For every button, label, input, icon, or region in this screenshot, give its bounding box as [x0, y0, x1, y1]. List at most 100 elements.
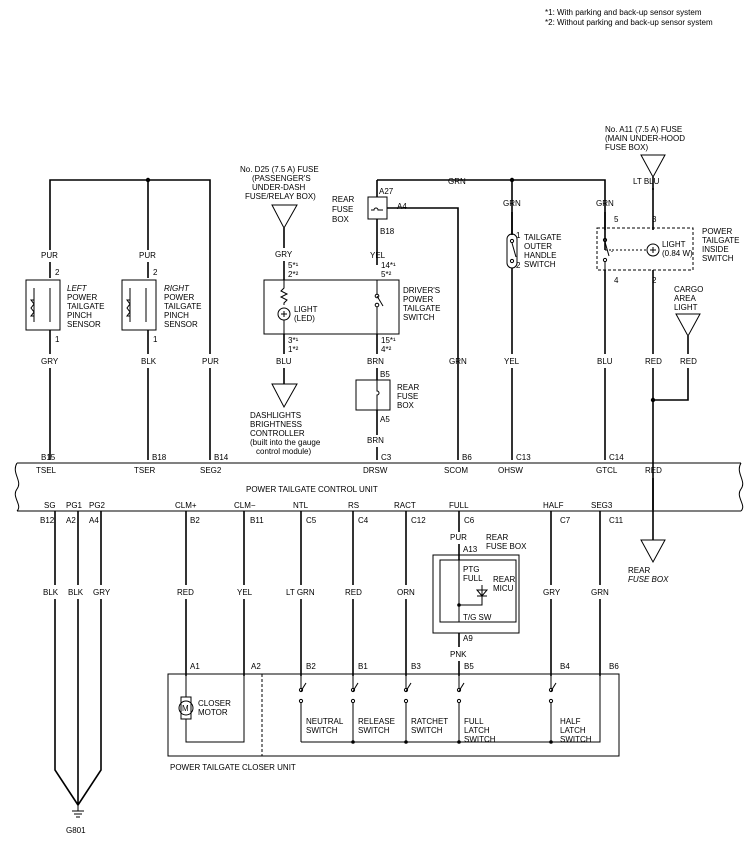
pin-b12: B12: [40, 516, 55, 525]
svg-text:TAILGATE: TAILGATE: [403, 304, 441, 313]
rear-fuse-box-right-label: REAR FUSE BOX: [628, 566, 669, 584]
pin-1-right: 1: [153, 335, 158, 344]
svg-text:FULL: FULL: [464, 717, 484, 726]
wire-label-pur-seg2: PUR: [202, 357, 219, 366]
svg-text:FUSE BOX): FUSE BOX): [605, 143, 648, 152]
neutral-switch: [298, 676, 307, 742]
svg-text:REAR: REAR: [397, 383, 419, 392]
ratchet-switch: [403, 676, 412, 742]
svg-text:LEFT: LEFT: [67, 284, 88, 293]
pin-1-handle: 1: [516, 231, 521, 240]
svg-text:PTG: PTG: [463, 565, 479, 574]
pin-l-bot2: 1*²: [288, 345, 299, 354]
svg-text:POWER: POWER: [702, 227, 732, 236]
wire-label-gry-pg2: GRY: [93, 588, 111, 597]
pin-b18-cu: B18: [152, 453, 167, 462]
wire-label-yel-clm: YEL: [237, 588, 253, 597]
pin-d-top1: 14*¹: [381, 261, 396, 270]
term-pg1: PG1: [66, 501, 83, 510]
svg-text:TAILGATE: TAILGATE: [524, 233, 562, 242]
wire-label-grn-top: GRN: [448, 177, 466, 186]
wire-label-lt-grn: LT GRN: [286, 588, 315, 597]
control-unit-box: [17, 462, 741, 512]
closer-unit-box: [167, 673, 620, 757]
svg-text:FUSE/RELAY BOX): FUSE/RELAY BOX): [245, 192, 316, 201]
svg-text:HANDLE: HANDLE: [524, 251, 556, 260]
wire-label-pur-right: PUR: [139, 251, 156, 260]
svg-text:REAR: REAR: [332, 195, 354, 204]
driver-switch-housing: [263, 279, 400, 335]
dashlights-triangle: [271, 383, 298, 409]
inside-switch-housing: [596, 227, 694, 271]
svg-text:INSIDE: INSIDE: [702, 245, 729, 254]
a11-fuse-label: No. A11 (7.5 A) FUSE (MAIN UNDER-HOOD FU…: [605, 125, 685, 152]
half-latch-switch: [548, 676, 557, 742]
ptg-full-label: PTG FULL: [463, 565, 483, 583]
term-ntl: NTL: [293, 501, 309, 510]
svg-text:CONTROLLER: CONTROLLER: [250, 429, 305, 438]
pin-c3: C3: [381, 453, 392, 462]
term-drsw: DRSW: [363, 466, 388, 475]
pin-5-inside: 5: [614, 215, 619, 224]
term-tsel: TSEL: [36, 466, 57, 475]
rear-micu-label: REAR MICU: [493, 575, 515, 593]
wire-label-pnk: PNK: [450, 650, 467, 659]
pin-a27: A27: [379, 187, 394, 196]
term-sg: SG: [44, 501, 56, 510]
wire-label-blu-inside: BLU: [597, 357, 613, 366]
svg-text:FUSE: FUSE: [332, 205, 353, 214]
svg-text:SWITCH: SWITCH: [702, 254, 734, 263]
svg-text:(built into the gauge: (built into the gauge: [250, 438, 321, 447]
pin-b6-closer: B6: [609, 662, 619, 671]
wire-label-red-clm: RED: [177, 588, 194, 597]
term-pg2: PG2: [89, 501, 106, 510]
svg-text:RATCHET: RATCHET: [411, 717, 448, 726]
svg-text:CLOSER: CLOSER: [198, 699, 231, 708]
rear-micu-inner: [439, 559, 517, 623]
pin-a5: A5: [380, 415, 390, 424]
wire-label-red-cargo: RED: [680, 357, 697, 366]
wire-label-red-mid: RED: [645, 466, 662, 475]
svg-text:SWITCH: SWITCH: [306, 726, 338, 735]
svg-text:LIGHT: LIGHT: [662, 240, 686, 249]
wire-label-grn-seg3: GRN: [591, 588, 609, 597]
svg-text:BOX: BOX: [332, 215, 350, 224]
closer-motor-icon: [180, 696, 192, 720]
svg-text:FUSE BOX: FUSE BOX: [486, 542, 527, 551]
control-unit-label: POWER TAILGATE CONTROL UNIT: [246, 485, 378, 494]
light-084-label: LIGHT (0.84 W): [662, 240, 693, 258]
wire-label-blk-right: BLK: [141, 357, 157, 366]
svg-text:MOTOR: MOTOR: [198, 708, 228, 717]
wire-label-yel: YEL: [370, 251, 386, 260]
ground-symbol: [72, 805, 84, 818]
d25-fuse-label: No. D25 (7.5 A) FUSE (PASSENGER'S UNDER-…: [240, 165, 319, 201]
pin-l-bot1: 3*¹: [288, 336, 299, 345]
svg-text:TAILGATE: TAILGATE: [164, 302, 202, 311]
pin-1-left: 1: [55, 335, 60, 344]
pin-b15: B15: [41, 453, 56, 462]
full-latch-switch-label: FULL LATCH SWITCH: [464, 717, 496, 744]
d25-fuse-triangle: [271, 204, 298, 230]
svg-text:(LED): (LED): [294, 314, 315, 323]
svg-text:SWITCH: SWITCH: [403, 313, 435, 322]
pin-b6-cu: B6: [462, 453, 472, 462]
pin-b5-closer: B5: [464, 662, 474, 671]
svg-text:(MAIN UNDER-HOOD: (MAIN UNDER-HOOD: [605, 134, 685, 143]
rear-fuse-box-top-label: REAR FUSE BOX: [332, 195, 354, 224]
svg-text:SWITCH: SWITCH: [464, 735, 496, 744]
pin-2-left: 2: [55, 268, 60, 277]
wire-label-gry-d25: GRY: [275, 250, 293, 259]
svg-text:No. D25 (7.5 A) FUSE: No. D25 (7.5 A) FUSE: [240, 165, 319, 174]
rear-fuse-box-mid-label: REAR FUSE BOX: [397, 383, 419, 410]
term-rs: RS: [348, 501, 359, 510]
svg-text:OUTER: OUTER: [524, 242, 552, 251]
term-gtcl: GTCL: [596, 466, 618, 475]
driver-switch-contact: [376, 295, 384, 307]
left-pinch-sensor: [25, 279, 61, 331]
pin-c5: C5: [306, 516, 317, 525]
svg-text:POWER: POWER: [164, 293, 194, 302]
rear-fuse-box-lower-label: REAR FUSE BOX: [486, 533, 527, 551]
pin-a2-cu: A2: [66, 516, 76, 525]
svg-text:REAR: REAR: [628, 566, 650, 575]
